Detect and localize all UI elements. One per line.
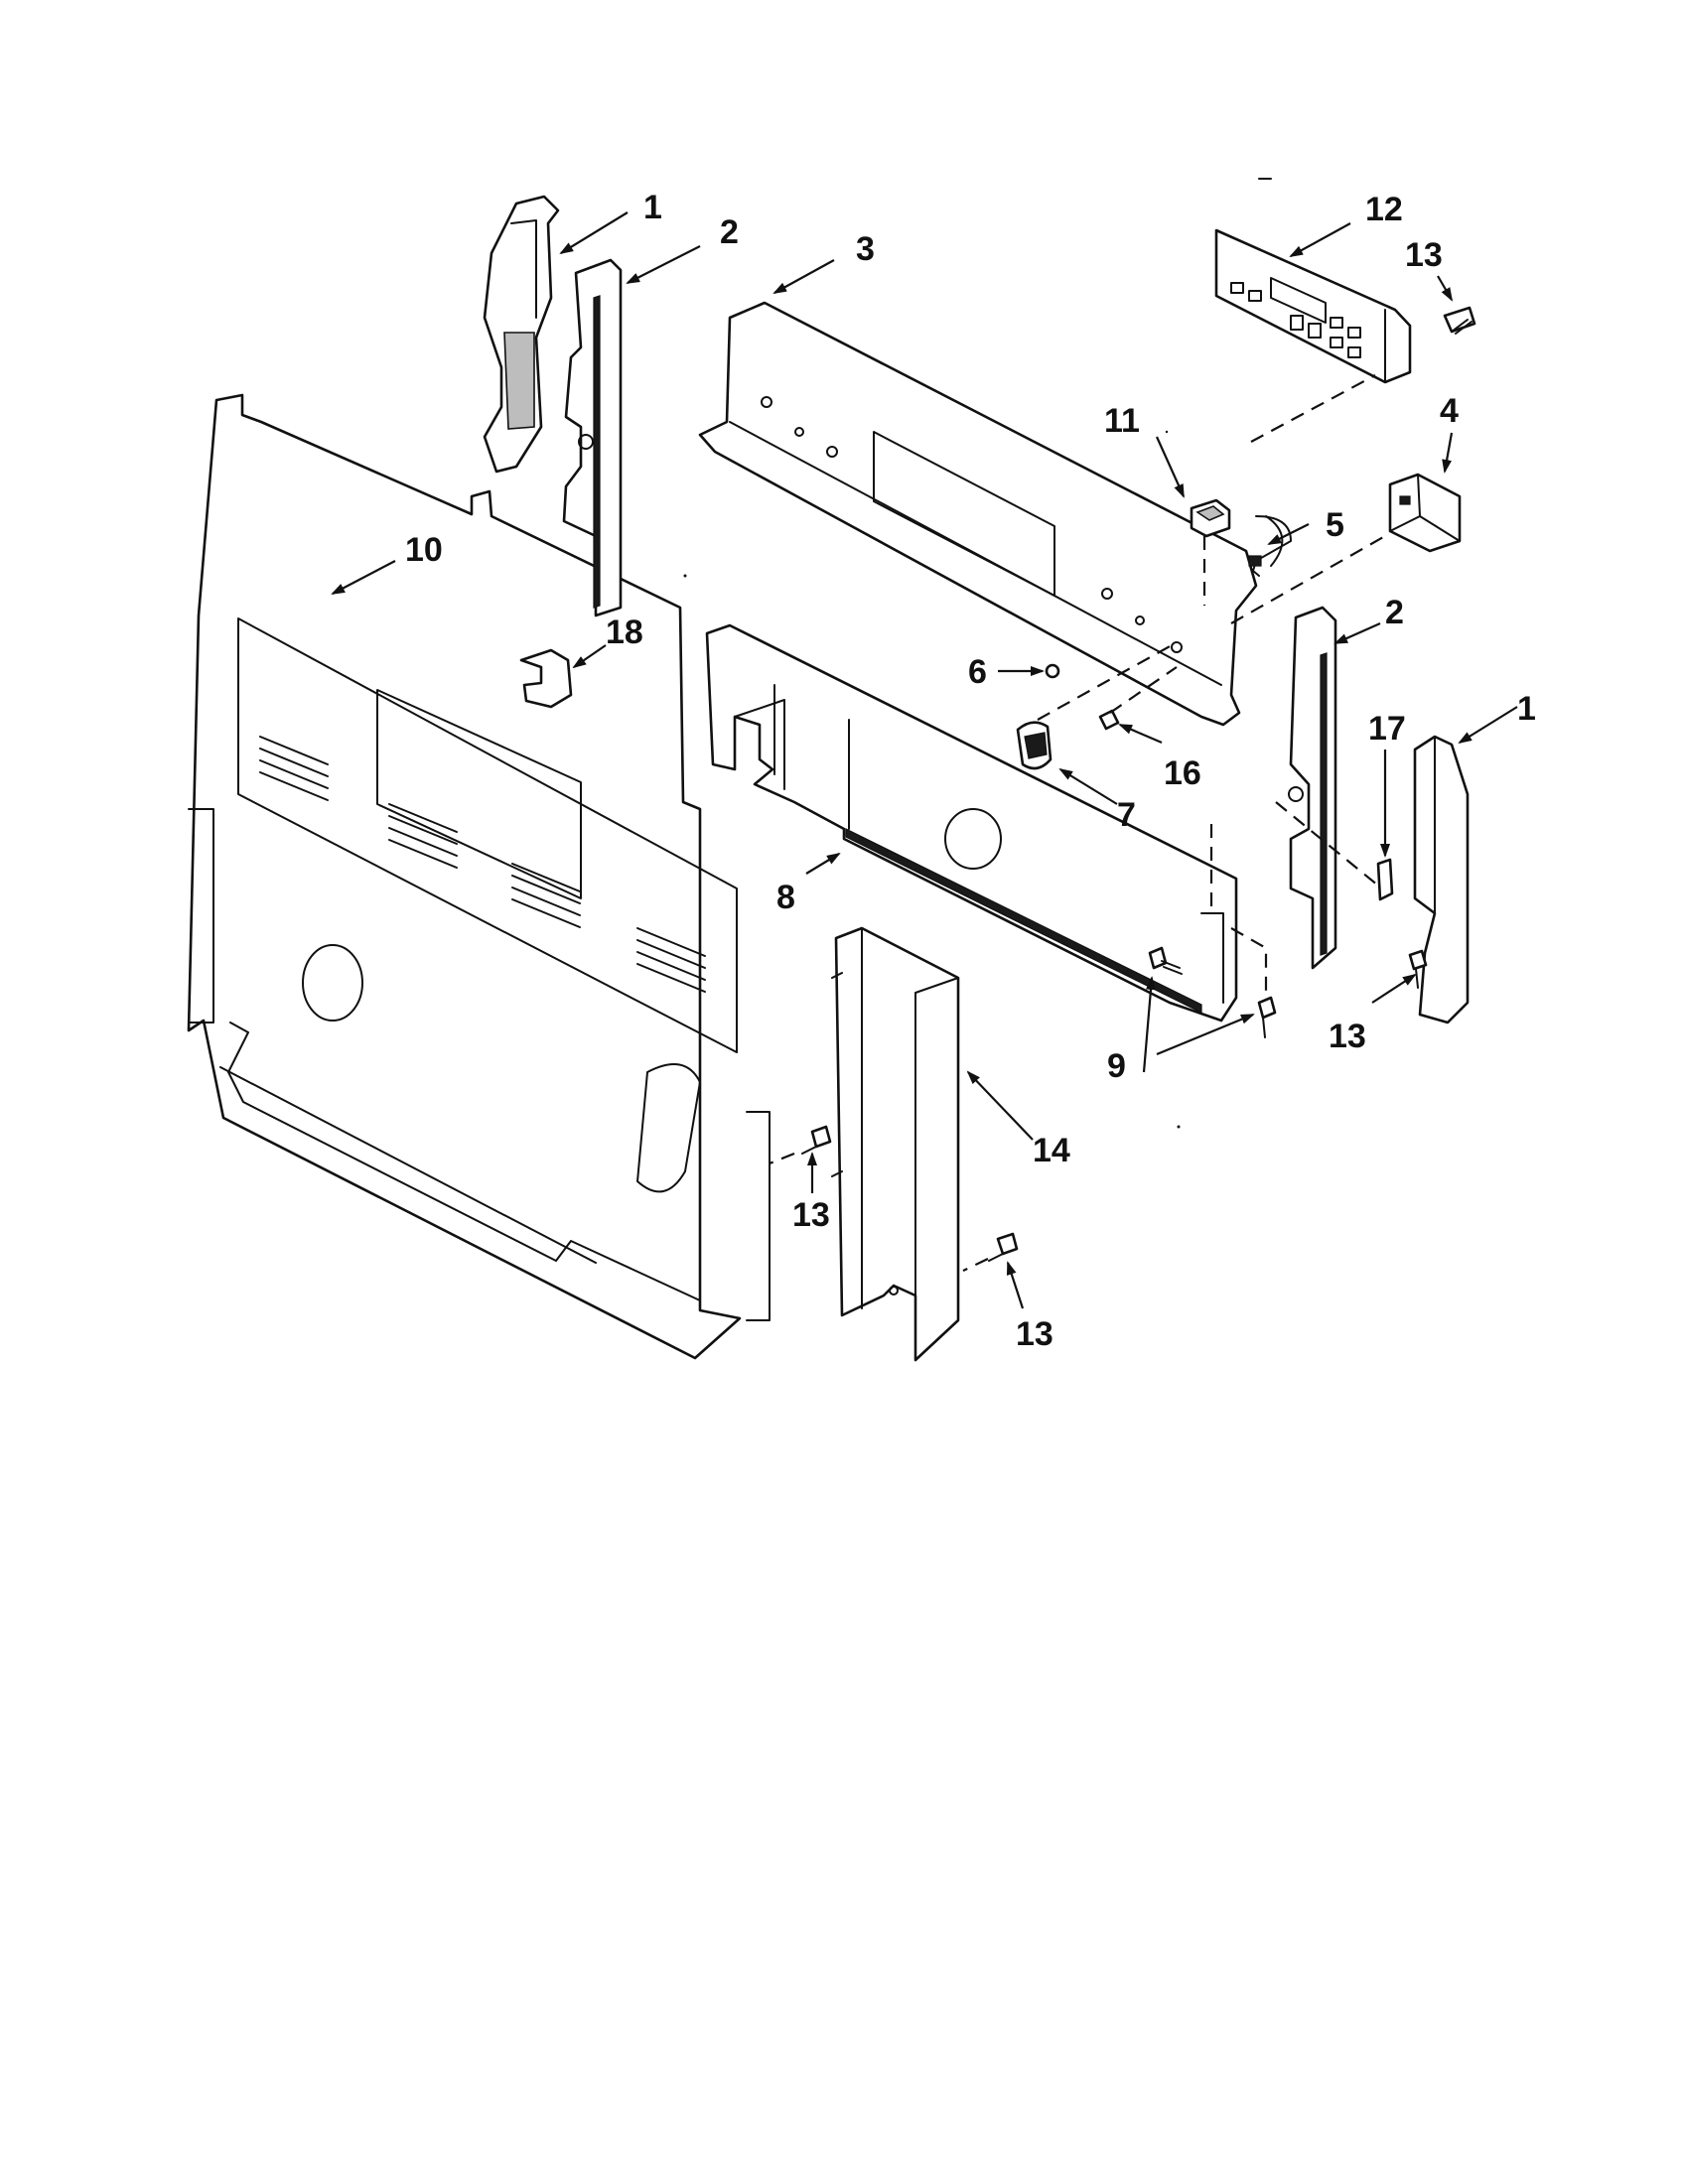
vent-slots-left [259,736,329,801]
vent-slots-right [636,927,706,993]
part-wire-harness [1248,515,1292,577]
part-center-panel [831,926,960,1362]
part-manifold-panel [705,623,1238,1023]
callout-13-lower-center: 13 [1016,1315,1053,1353]
part-electronic-clock [1214,228,1412,384]
callout-6: 6 [968,653,987,691]
part-screw-top [1443,306,1476,335]
callout-1-right: 1 [1517,690,1536,728]
part-terminal-block [1388,473,1462,553]
part-end-cap-right [1413,735,1470,1024]
callout-13-right: 13 [1329,1018,1366,1055]
callout-16: 16 [1164,754,1201,792]
part-screw-lower-left [801,1125,832,1155]
callout-11: 11 [1104,402,1140,440]
callout-8: 8 [776,879,795,916]
part-hinge-pin [1376,858,1394,901]
part-screw-lower-center [988,1232,1019,1262]
callout-14: 14 [1033,1132,1070,1169]
vent-slots-middle [388,803,581,928]
callout-9: 9 [1107,1047,1126,1085]
part-back-panel [187,393,771,1360]
part-side-bracket-right [1288,606,1337,970]
part-side-bracket-left [562,258,623,617]
callout-13-top: 13 [1405,236,1443,274]
callout-1-left: 1 [643,189,662,226]
part-screws-9 [1148,946,1277,1038]
part-switch [1190,498,1231,538]
callout-2-left: 2 [720,213,739,251]
part-clip [519,648,573,709]
callout-17: 17 [1368,710,1406,748]
part-plug [1045,663,1060,679]
callout-12: 12 [1365,191,1403,228]
callout-13-lower-left: 13 [792,1196,830,1234]
callout-18: 18 [606,614,643,651]
part-control-panel [698,301,1258,727]
callout-5: 5 [1326,506,1344,544]
scan-marks [683,178,1272,1129]
part-spring-clip [1098,709,1120,731]
callout-2-right: 2 [1385,594,1404,631]
callout-4: 4 [1440,392,1459,430]
part-screw-right [1408,949,1428,989]
callout-7: 7 [1117,796,1136,834]
leader-arrows [331,211,1518,1309]
part-knob [1016,721,1052,770]
assembly-lines [769,374,1386,1272]
part-end-cap-left [483,195,560,474]
callout-10: 10 [405,531,443,569]
callout-labels: 1 2 3 12 13 4 11 5 10 18 6 2 17 1 16 7 8… [405,189,1536,1353]
callout-3: 3 [856,230,875,268]
